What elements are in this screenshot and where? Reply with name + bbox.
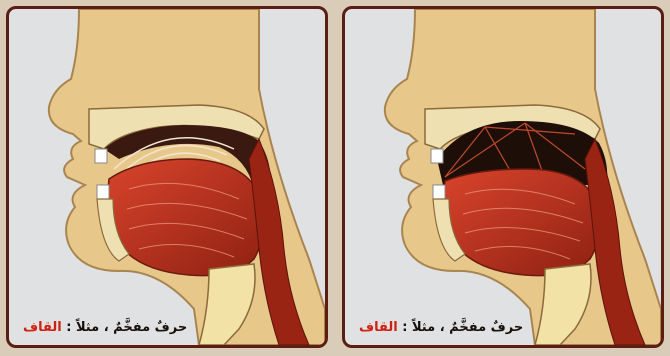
upper-teeth xyxy=(95,149,107,163)
diagram-panel-left: حرفٌ مفخَّمٌ ، مثلاً : القاف xyxy=(6,6,328,348)
caption-right: حرفٌ مفخَّمٌ ، مثلاً : القاف xyxy=(359,320,523,335)
lower-teeth xyxy=(433,185,445,199)
upper-teeth xyxy=(431,149,443,163)
diagram-panel-right: حرفٌ مفخَّمٌ ، مثلاً : القاف xyxy=(342,6,664,348)
head-cross-section-left xyxy=(9,9,325,345)
caption-left: حرفٌ مفخَّمٌ ، مثلاً : القاف xyxy=(23,320,187,335)
lower-teeth xyxy=(97,185,109,199)
head-cross-section-right xyxy=(345,9,661,345)
